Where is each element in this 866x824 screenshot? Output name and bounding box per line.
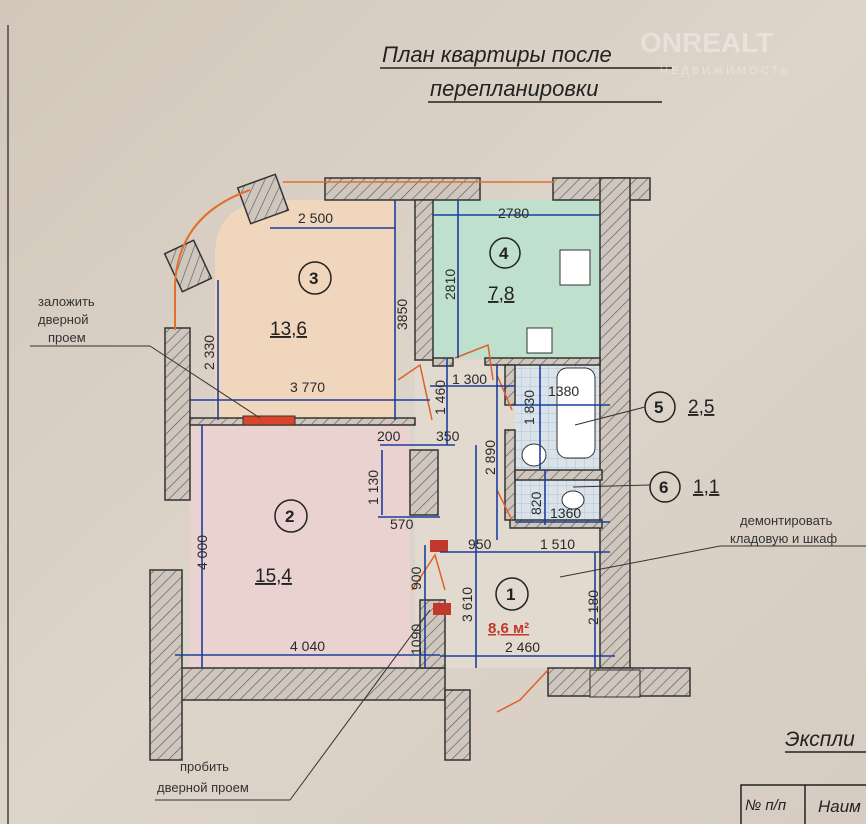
title-line-2: перепланировки [430, 76, 598, 101]
note-dismantle: демонтировать [740, 513, 832, 528]
leader-lines [30, 345, 866, 801]
dim-label: 2 500 [298, 210, 333, 226]
column-header-number: № п/п [745, 797, 786, 814]
dim-label: 2810 [442, 269, 458, 300]
new-opening-marker [430, 540, 448, 552]
dim-label: 3850 [394, 299, 410, 330]
dim-label: 1 130 [365, 470, 381, 505]
sink-icon [526, 327, 553, 354]
note-open-doorway: дверной проем [157, 780, 249, 795]
room-3-number: 3 [309, 269, 318, 288]
dim-label: 2 460 [505, 639, 540, 655]
room-6-number: 6 [659, 478, 668, 497]
washbasin-icon [521, 443, 547, 467]
wall-legend-swatch [589, 669, 641, 698]
dim-label: 3 770 [290, 379, 325, 395]
dim-label: 3 610 [459, 587, 475, 622]
dimension-lines [175, 200, 615, 668]
room-2-fill [190, 425, 410, 668]
dim-label: 350 [436, 428, 460, 444]
dim-label: 4 040 [290, 638, 325, 654]
column-header-name: Наим [818, 797, 861, 816]
dim-label: 1 300 [452, 371, 487, 387]
explication-table: № п/п Наим [740, 784, 866, 824]
watermark-logo: ONREALT НЕДВИЖИМОСТЬ [640, 27, 791, 77]
room-6-area: 1,1 [693, 477, 719, 498]
svg-text:ONREALT: ONREALT [640, 27, 773, 58]
dim-label: 950 [468, 536, 492, 552]
dim-label: 1360 [550, 505, 581, 521]
note-close-doorway: дверной [38, 312, 88, 327]
door-swings [397, 343, 549, 713]
room-1-area: 8,6 м² [488, 620, 529, 637]
bathtub-icon [556, 367, 596, 459]
room-4-number: 4 [499, 244, 509, 263]
explication-title: Экспли [785, 728, 855, 751]
stove-icon [559, 249, 591, 286]
room-1-number: 1 [506, 585, 515, 604]
toilet-icon [561, 490, 585, 510]
wall-to-close-doorway [242, 415, 296, 426]
dim-label: 1 510 [540, 536, 575, 552]
note-close-doorway: заложить [38, 294, 95, 309]
room-4-area: 7,8 [488, 284, 514, 305]
dim-label: 900 [408, 566, 424, 590]
dim-label: 570 [390, 516, 414, 532]
room-3-fill [215, 200, 395, 420]
dim-label: 2 890 [482, 440, 498, 475]
dim-label: 2 330 [201, 335, 217, 370]
dim-label: 1090 [408, 624, 424, 655]
room-2-number: 2 [285, 507, 294, 526]
room-2-area: 15,4 [255, 566, 292, 587]
new-opening-marker [433, 603, 451, 615]
window-arc [174, 189, 251, 330]
dim-label: 1 830 [521, 390, 537, 425]
dim-label: 820 [528, 491, 544, 515]
note-open-doorway: пробить [180, 759, 229, 774]
room-3-area: 13,6 [270, 319, 307, 340]
note-dismantle: кладовую и шкаф [730, 531, 837, 546]
svg-text:НЕДВИЖИМОСТЬ: НЕДВИЖИМОСТЬ [660, 65, 791, 77]
note-close-doorway: проем [48, 330, 86, 345]
room-5-number: 5 [654, 398, 663, 417]
dim-label: 2780 [498, 205, 529, 221]
room-1-fill [515, 520, 602, 668]
title-line-1: План квартиры после [382, 42, 612, 67]
walls [149, 173, 691, 761]
dim-label: 1380 [548, 383, 579, 399]
dim-label: 4 000 [194, 535, 210, 570]
dim-label: 200 [377, 428, 401, 444]
dim-label: 2 180 [585, 590, 601, 625]
room-5-area: 2,5 [688, 397, 714, 418]
dim-label: 1 460 [432, 380, 448, 415]
room-number-circles [274, 237, 681, 611]
